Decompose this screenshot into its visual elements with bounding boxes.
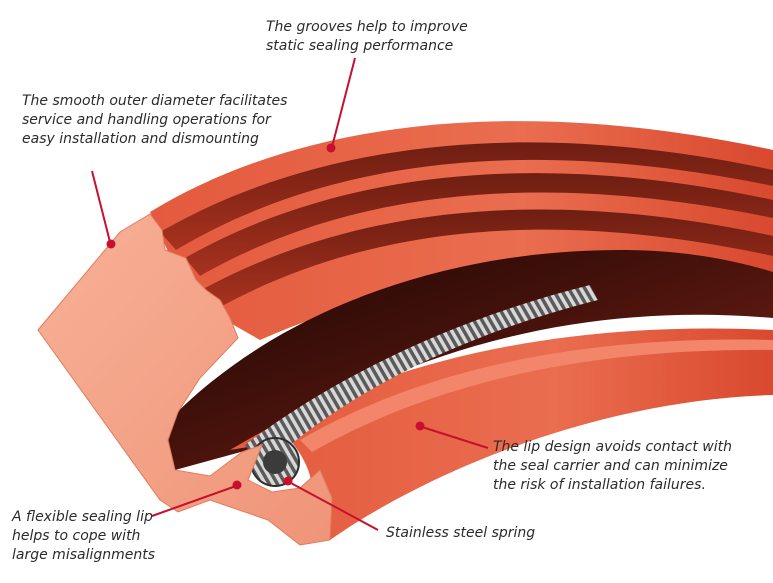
leader-flexible-lip xyxy=(151,485,237,517)
leader-lip-design xyxy=(421,426,489,449)
callout-line: The grooves help to improve xyxy=(266,19,468,35)
callout-smooth-outer-diameter: The smooth outer diameter facilitates se… xyxy=(22,92,287,149)
callout-line: static sealing performance xyxy=(266,38,454,54)
callout-line: A flexible sealing lip xyxy=(12,509,153,525)
spring-core xyxy=(263,450,287,474)
dot-flexible-lip xyxy=(232,480,242,490)
leader-dots xyxy=(106,143,425,490)
leader-lines xyxy=(91,57,489,531)
callout-lip-design: The lip design avoids contact with the s… xyxy=(493,438,732,495)
seal-inner-cavity xyxy=(160,250,773,470)
callout-line: service and handling operations for xyxy=(22,112,271,128)
callout-line: the risk of installation failures. xyxy=(493,477,706,493)
leader-spring xyxy=(288,481,379,531)
dot-grooves xyxy=(326,143,336,153)
groove-2 xyxy=(185,173,773,276)
sealing-lip-body xyxy=(230,328,773,540)
callout-line: large misalignments xyxy=(12,547,156,563)
callout-line: Stainless steel spring xyxy=(386,525,536,541)
callout-line: The lip design avoids contact with xyxy=(493,439,732,455)
callout-flexible-sealing-lip: A flexible sealing lip helps to cope wit… xyxy=(12,508,155,565)
callout-grooves: The grooves help to improve static seali… xyxy=(266,18,468,56)
leader-grooves xyxy=(331,57,356,148)
callout-line: easy installation and dismounting xyxy=(22,131,259,147)
groove-3 xyxy=(205,209,773,306)
seal-profile-face xyxy=(37,213,333,546)
lip-edge xyxy=(300,339,773,452)
callout-line: the seal carrier and can minimize xyxy=(493,458,728,474)
callout-line: helps to cope with xyxy=(12,528,141,544)
dot-smooth-od xyxy=(106,239,116,249)
callout-line: The smooth outer diameter facilitates xyxy=(22,93,288,109)
leader-smooth-od xyxy=(91,170,111,243)
dot-lip-design xyxy=(415,421,425,431)
dot-spring xyxy=(283,476,293,486)
groove-1 xyxy=(160,142,773,250)
callout-stainless-steel-spring: Stainless steel spring xyxy=(386,524,535,543)
